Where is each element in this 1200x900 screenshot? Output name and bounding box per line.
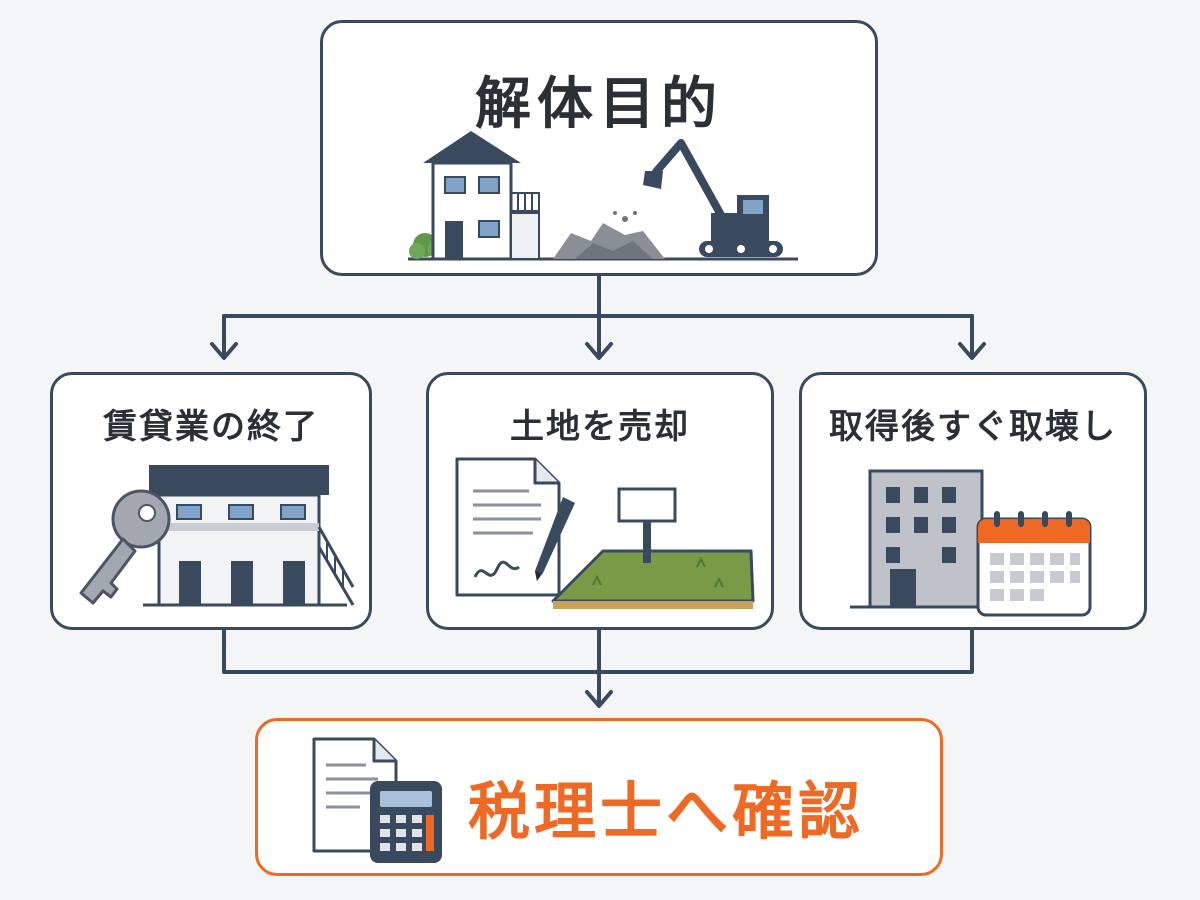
land-plot-icon bbox=[551, 487, 755, 609]
branch-1-title: 賃貸業の終了 bbox=[103, 407, 319, 447]
pen-icon bbox=[535, 497, 575, 581]
arrowhead-branch-3 bbox=[958, 342, 986, 360]
contract-icon bbox=[455, 457, 561, 597]
arrowhead-branch-1 bbox=[210, 342, 238, 360]
branch-node-3: 取得後すぐ取壊し bbox=[799, 372, 1147, 630]
rubble-icon bbox=[553, 211, 665, 259]
branch-node-2: 土地を売却 bbox=[426, 372, 774, 630]
key-icon bbox=[79, 489, 171, 605]
root-node: 解体目的 bbox=[320, 20, 878, 276]
branch-2-title: 土地を売却 bbox=[510, 407, 690, 447]
arrowhead-branch-2 bbox=[585, 342, 613, 360]
result-node: 税理士へ確認 bbox=[255, 718, 943, 876]
immediate-demolition-illustration bbox=[850, 469, 1092, 617]
result-title: 税理士へ確認 bbox=[468, 775, 865, 848]
root-title: 解体目的 bbox=[475, 72, 723, 137]
tax-illustration bbox=[312, 737, 442, 863]
excavator-icon bbox=[643, 139, 783, 257]
building-icon bbox=[868, 469, 984, 609]
rental-end-illustration bbox=[79, 465, 355, 607]
branch-node-1: 賃貸業の終了 bbox=[50, 372, 372, 630]
demolition-illustration bbox=[408, 131, 798, 261]
house-icon bbox=[423, 131, 540, 261]
calculator-icon bbox=[370, 781, 442, 863]
calendar-icon bbox=[976, 511, 1092, 617]
arrowhead-result bbox=[585, 690, 613, 708]
apartment-icon bbox=[149, 465, 355, 607]
branch-3-title: 取得後すぐ取壊し bbox=[829, 407, 1117, 447]
land-sale-illustration bbox=[455, 457, 755, 609]
